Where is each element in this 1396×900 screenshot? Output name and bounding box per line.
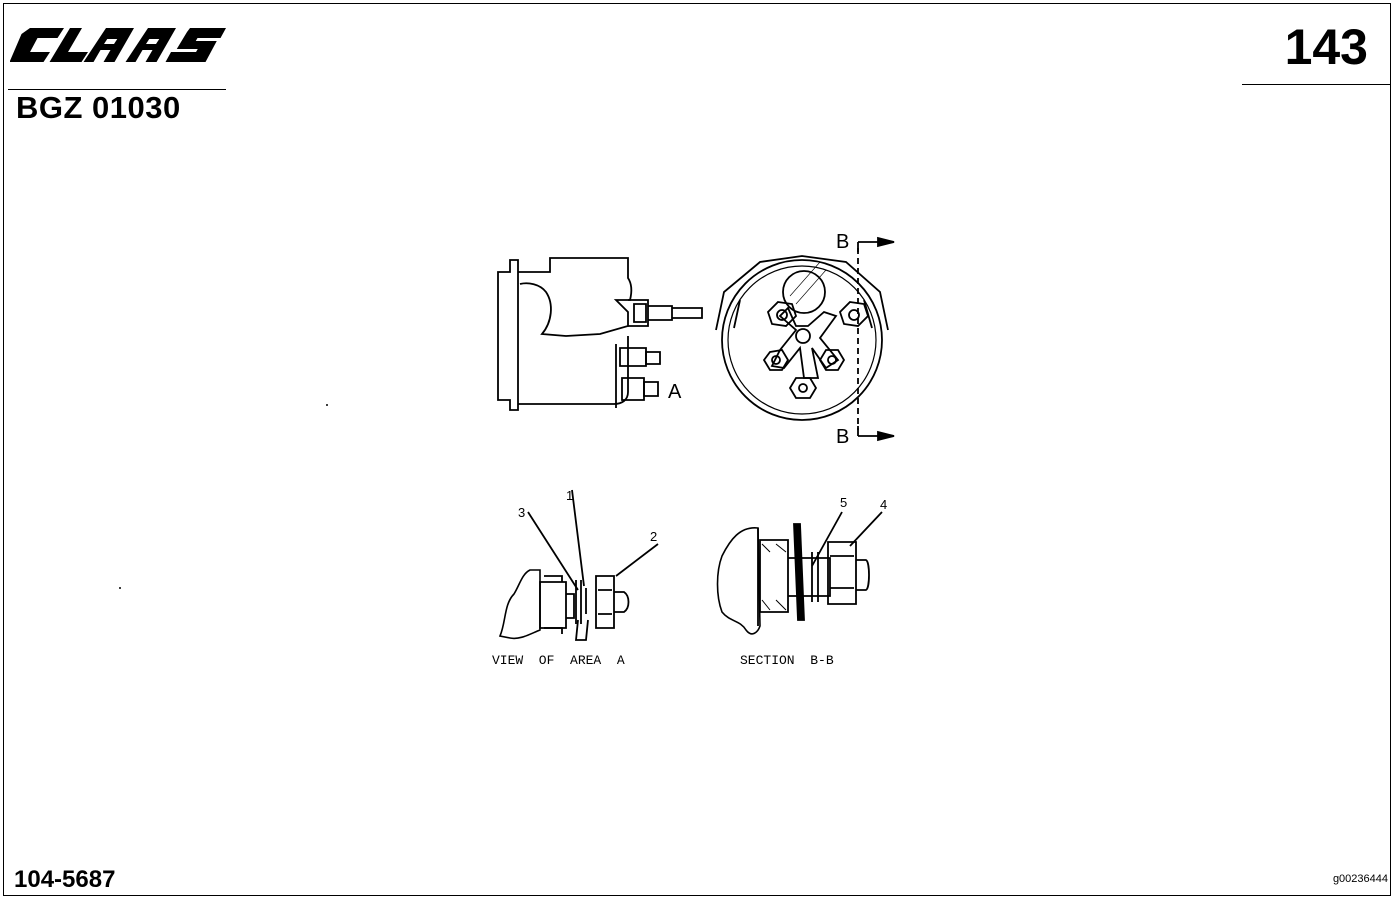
callout-2: 2 [650, 529, 657, 544]
document-code: BGZ 01030 [16, 90, 181, 125]
header-rule-left [8, 89, 226, 90]
callout-3: 3 [518, 505, 525, 520]
page-number: 143 [1284, 19, 1368, 75]
view-area-a-detail [498, 489, 659, 641]
header-rule-right [1242, 84, 1390, 85]
solenoid-side-view [497, 257, 703, 411]
caption-view-area-a: VIEW OF AREA A [492, 653, 625, 668]
callout-1: 1 [566, 488, 573, 503]
callout-5: 5 [840, 495, 847, 510]
page-frame [3, 3, 1391, 896]
section-bb-detail [716, 511, 883, 635]
callout-4: 4 [880, 497, 887, 512]
section-marker-top: B [836, 231, 849, 253]
solenoid-end-view [715, 236, 895, 442]
claas-logo [10, 28, 227, 62]
view-a-marker: A [668, 381, 682, 403]
caption-section-bb: SECTION B-B [740, 653, 834, 668]
part-number: 104-5687 [14, 866, 116, 893]
image-id: g00236444 [1332, 873, 1388, 885]
section-marker-bottom: B [836, 426, 849, 448]
